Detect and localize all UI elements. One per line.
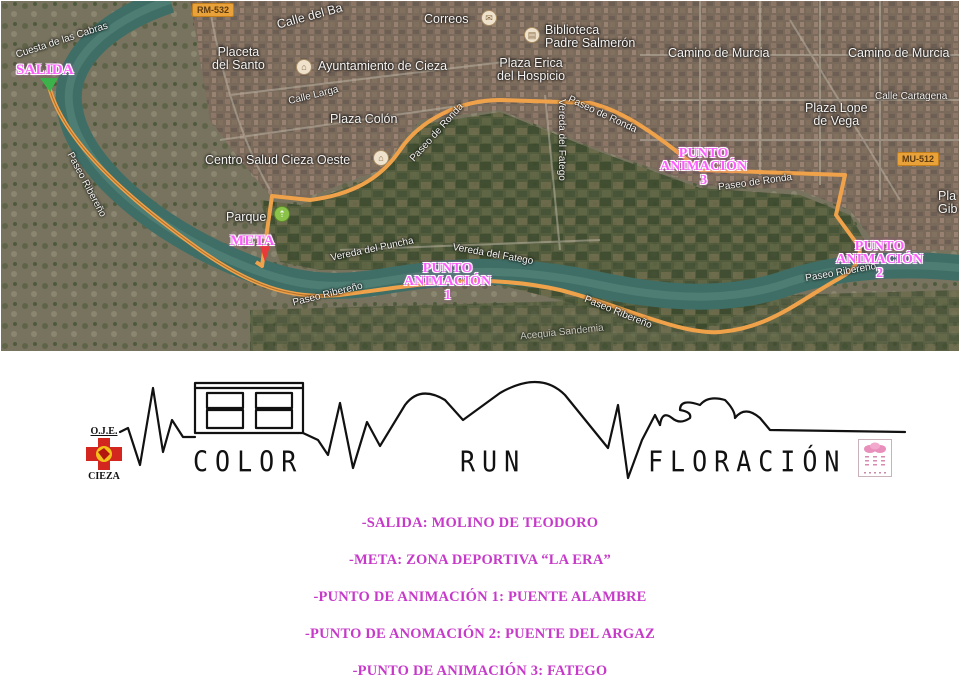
info-meta: -META: ZONA DEPORTIVA “LA ERA” — [349, 552, 611, 568]
town-hall-icon[interactable]: ⌂ — [296, 59, 312, 75]
punto-animacion-3-marker[interactable]: PUNTO ANIMACIÓN 3 — [660, 146, 748, 188]
info-punto-1: -PUNTO DE ANIMACIÓN 1: PUENTE ALAMBRE — [313, 589, 647, 605]
salida-pin-icon — [40, 78, 58, 92]
park-tree-icon[interactable]: ⇡ — [274, 206, 290, 222]
logo-word-run: RUN — [460, 444, 527, 479]
oje-label: O.J.E. — [90, 426, 118, 437]
oje-cieza-badge: O.J.E. CIEZA — [76, 426, 132, 482]
info-punto-3: -PUNTO DE ANIMACIÓN 3: FATEGO — [352, 663, 608, 679]
salida-marker[interactable]: SALIDA — [16, 62, 74, 78]
info-salida: -SALIDA: MOLINO DE TEODORO — [361, 515, 599, 531]
cieza-label: CIEZA — [88, 471, 120, 482]
place-label: Pla Gib — [938, 189, 958, 217]
punto-animacion-1-marker[interactable]: PUNTO ANIMACIÓN 1 — [404, 261, 492, 303]
color-run-floracion-logo: COLOR RUN FLORACIÓN — [0, 352, 960, 492]
place-label: Plaza Lope de Vega — [805, 101, 868, 129]
meta-marker[interactable]: META — [230, 233, 275, 249]
street-label: Camino de Murcia — [668, 46, 770, 60]
place-label: Plaza Erica del Hospicio — [497, 56, 566, 84]
street-label: Calle Cartagena — [875, 91, 948, 102]
heartbeat-skyline-icon — [118, 380, 907, 480]
street-label: Camino de Murcia — [848, 46, 950, 60]
library-book-icon[interactable]: ▤ — [524, 27, 540, 43]
place-label: Parque — [226, 210, 267, 224]
place-label: Plaza Colón — [330, 112, 398, 126]
place-label: Ayuntamiento de Cieza — [318, 59, 448, 73]
logo-word-floracion: FLORACIÓN — [648, 444, 847, 479]
place-label: Placeta del Santo — [212, 45, 265, 73]
route-map[interactable]: RM-532 MU-512 ✉ ▤ ⌂ ⌂ ⇡ Cuesta de las Ca… — [0, 0, 960, 352]
info-punto-2: -PUNTO DE ANOMACIÓN 2: PUENTE DEL ARGAZ — [305, 626, 655, 642]
route-points-list: -SALIDA: MOLINO DE TEODORO -META: ZONA D… — [0, 505, 960, 690]
health-center-icon[interactable]: ⌂ — [373, 150, 389, 166]
oje-cross-emblem-icon — [86, 438, 122, 470]
road-shield-mu512: MU-512 — [897, 152, 940, 166]
logo-word-color: COLOR — [193, 444, 304, 479]
place-label: Centro Salud Cieza Oeste — [205, 153, 351, 167]
street-label: Vereda del Fatego — [555, 99, 567, 181]
mail-icon[interactable]: ✉ — [481, 10, 497, 26]
meta-pin-icon — [260, 246, 270, 262]
flower-emblem-icon — [864, 442, 886, 474]
road-shield-rm532: RM-532 — [192, 3, 235, 17]
floracion-badge — [858, 439, 892, 477]
satellite-background — [0, 0, 960, 352]
place-label: Correos — [424, 12, 469, 26]
place-label: Biblioteca Padre Salmerón — [545, 23, 636, 51]
punto-animacion-2-marker[interactable]: PUNTO ANIMACIÓN 2 — [836, 239, 924, 281]
